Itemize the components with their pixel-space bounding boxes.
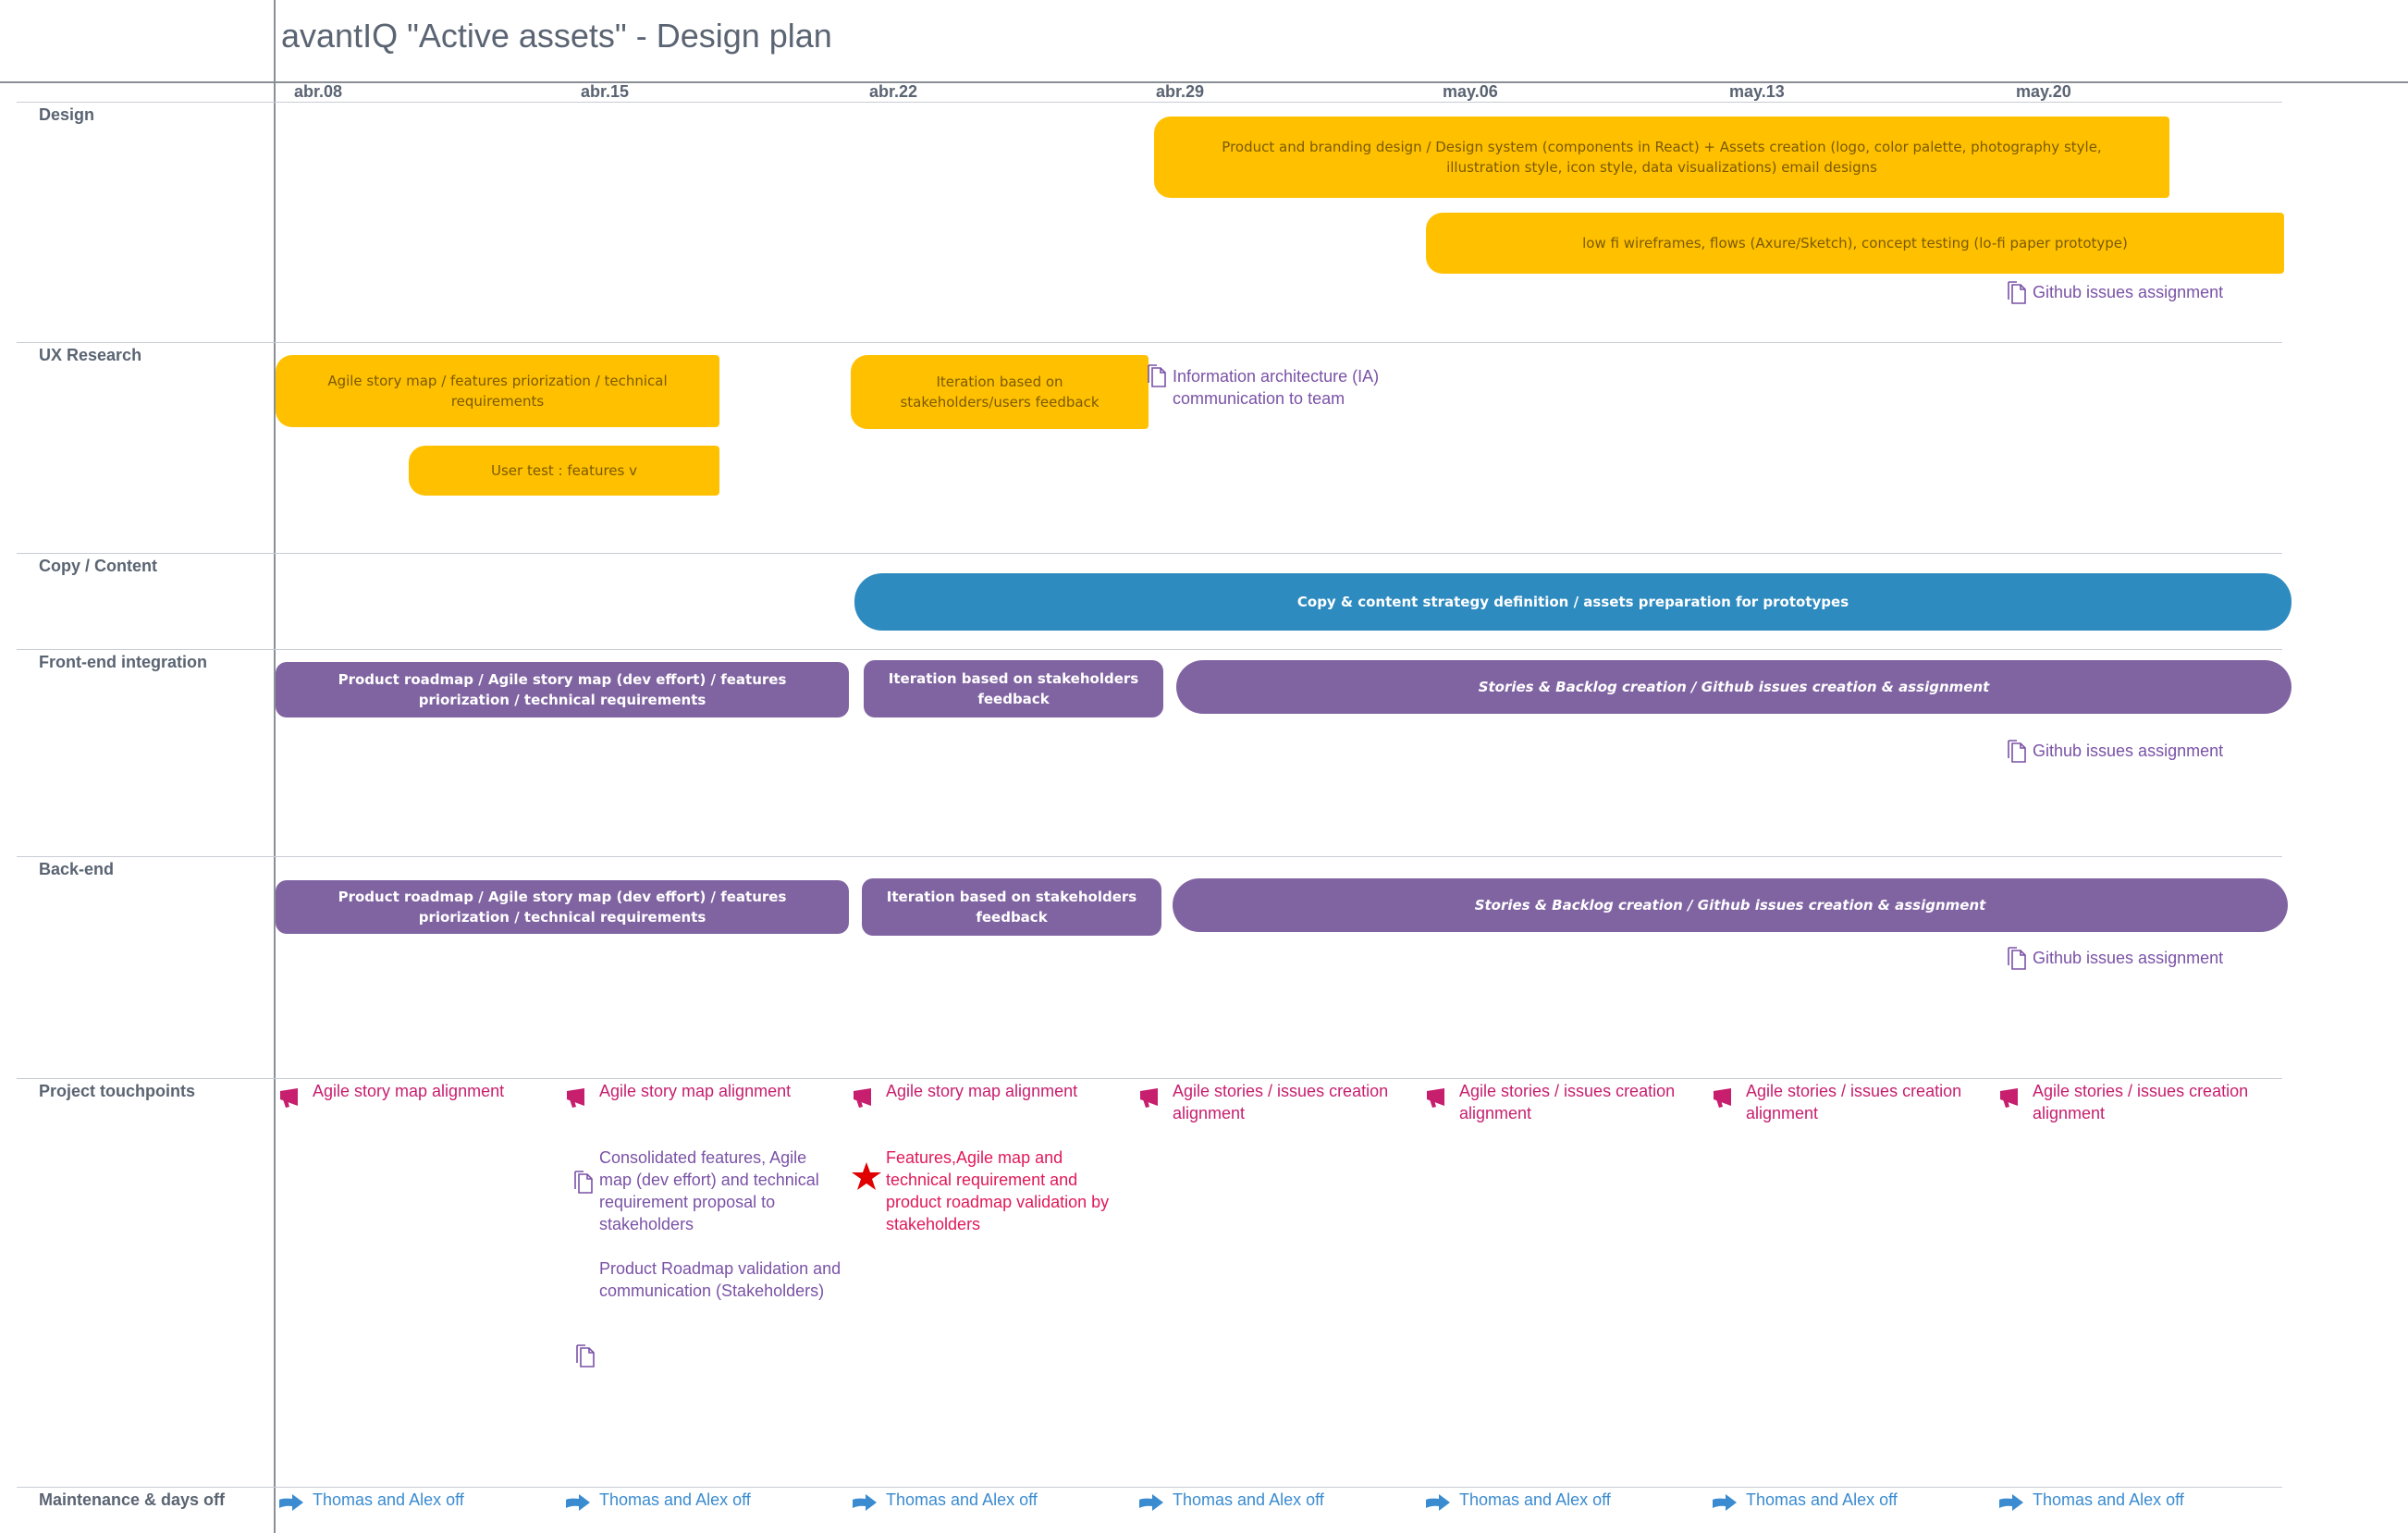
- megaphone-icon: [851, 1085, 877, 1110]
- document-icon: [2007, 281, 2027, 305]
- date-header: abr.29: [1156, 82, 1205, 101]
- touchpoint-alert: Agile story map alignment: [599, 1082, 792, 1100]
- user-test-bar[interactable]: User test : features v: [409, 446, 719, 496]
- arrow-right-icon: [564, 1492, 592, 1513]
- document-icon: [2007, 947, 2027, 971]
- days-off-item: Thomas and Alex off: [2033, 1490, 2184, 1509]
- touchpoint-alert: Agile stories / issues creation alignmen…: [2033, 1082, 2249, 1122]
- date-header: may.20: [2016, 82, 2071, 101]
- arrow-right-icon: [1711, 1492, 1738, 1513]
- timeline-header-border: [0, 81, 2408, 83]
- row-divider: [17, 1078, 2282, 1079]
- document-icon: [575, 1344, 596, 1368]
- arrow-right-icon: [851, 1492, 878, 1513]
- be-roadmap-bar[interactable]: Product roadmap / Agile story map (dev e…: [276, 880, 849, 934]
- days-off-item: Thomas and Alex off: [1459, 1490, 1611, 1509]
- row-label-design: Design: [39, 105, 95, 124]
- arrow-right-icon: [277, 1492, 305, 1513]
- megaphone-icon: [1424, 1085, 1450, 1110]
- date-header: may.13: [1729, 82, 1785, 101]
- row-label-copy-content: Copy / Content: [39, 557, 157, 575]
- ux-iteration-bar[interactable]: Iteration based on stakeholders/users fe…: [851, 355, 1149, 429]
- megaphone-icon: [1137, 1085, 1163, 1110]
- megaphone-icon: [564, 1085, 590, 1110]
- megaphone-icon: [1711, 1085, 1737, 1110]
- row-divider: [17, 342, 2282, 343]
- days-off-item: Thomas and Alex off: [1746, 1490, 1898, 1509]
- be-stories-bar[interactable]: Stories & Backlog creation / Github issu…: [1173, 878, 2288, 932]
- date-header: abr.22: [869, 82, 918, 101]
- megaphone-icon: [1997, 1085, 2023, 1110]
- touchpoint-alert: Agile story map alignment: [313, 1082, 505, 1100]
- touchpoint-alert: Agile stories / issues creation alignmen…: [1746, 1082, 1962, 1122]
- design-system-bar[interactable]: Product and branding design / Design sys…: [1154, 117, 2169, 198]
- row-label-maintenance: Maintenance & days off: [39, 1490, 226, 1509]
- fe-iteration-bar[interactable]: Iteration based on stakeholders feedback: [864, 660, 1163, 717]
- github-issues-note: Github issues assignment: [2033, 949, 2224, 967]
- row-divider: [17, 856, 2282, 857]
- timeline-left-border: [274, 0, 276, 1533]
- wireframes-bar[interactable]: low fi wireframes, flows (Axure/Sketch),…: [1426, 213, 2284, 274]
- github-issues-note: Github issues assignment: [2033, 283, 2224, 301]
- document-icon: [2007, 740, 2027, 764]
- ia-note: Information architecture (IA) communicat…: [1173, 367, 1380, 408]
- copy-strategy-bar[interactable]: Copy & content strategy definition / ass…: [854, 573, 2291, 631]
- megaphone-icon: [277, 1085, 303, 1110]
- page-title: avantIQ "Active assets" - Design plan: [281, 17, 832, 55]
- arrow-right-icon: [1137, 1492, 1165, 1513]
- days-off-item: Thomas and Alex off: [1173, 1490, 1324, 1509]
- days-off-item: Thomas and Alex off: [599, 1490, 751, 1509]
- touchpoint-alert: Agile stories / issues creation alignmen…: [1173, 1082, 1389, 1122]
- touchpoint-alert: Agile story map alignment: [886, 1082, 1078, 1100]
- row-divider: [17, 1487, 2282, 1488]
- star-icon: [851, 1161, 882, 1191]
- arrow-right-icon: [1997, 1492, 2025, 1513]
- row-label-ux-research: UX Research: [39, 346, 142, 364]
- fe-roadmap-bar[interactable]: Product roadmap / Agile story map (dev e…: [276, 662, 849, 717]
- days-off-item: Thomas and Alex off: [886, 1490, 1038, 1509]
- row-label-back-end: Back-end: [39, 860, 115, 878]
- fe-stories-bar[interactable]: Stories & Backlog creation / Github issu…: [1176, 660, 2291, 714]
- document-icon: [573, 1171, 594, 1195]
- consolidated-features-note: Consolidated features, Agile map (dev ef…: [599, 1148, 819, 1233]
- touchpoint-alert: Agile stories / issues creation alignmen…: [1459, 1082, 1676, 1122]
- document-icon: [1147, 364, 1167, 388]
- row-label-touchpoints: Project touchpoints: [39, 1082, 196, 1100]
- date-header: abr.08: [294, 82, 343, 101]
- roadmap-validation-note: Product Roadmap validation and communica…: [599, 1259, 842, 1300]
- milestone-note: Features,Agile map and technical require…: [886, 1148, 1110, 1233]
- row-label-front-end: Front-end integration: [39, 653, 207, 671]
- be-iteration-bar[interactable]: Iteration based on stakeholders feedback: [862, 878, 1161, 936]
- row-divider: [17, 553, 2282, 554]
- agile-story-map-bar[interactable]: Agile story map / features priorization …: [276, 355, 719, 427]
- date-header: abr.15: [581, 82, 630, 101]
- row-divider: [17, 649, 2282, 650]
- arrow-right-icon: [1424, 1492, 1452, 1513]
- date-header: may.06: [1443, 82, 1498, 101]
- days-off-item: Thomas and Alex off: [313, 1490, 464, 1509]
- row-divider: [17, 102, 2282, 103]
- github-issues-note: Github issues assignment: [2033, 742, 2224, 760]
